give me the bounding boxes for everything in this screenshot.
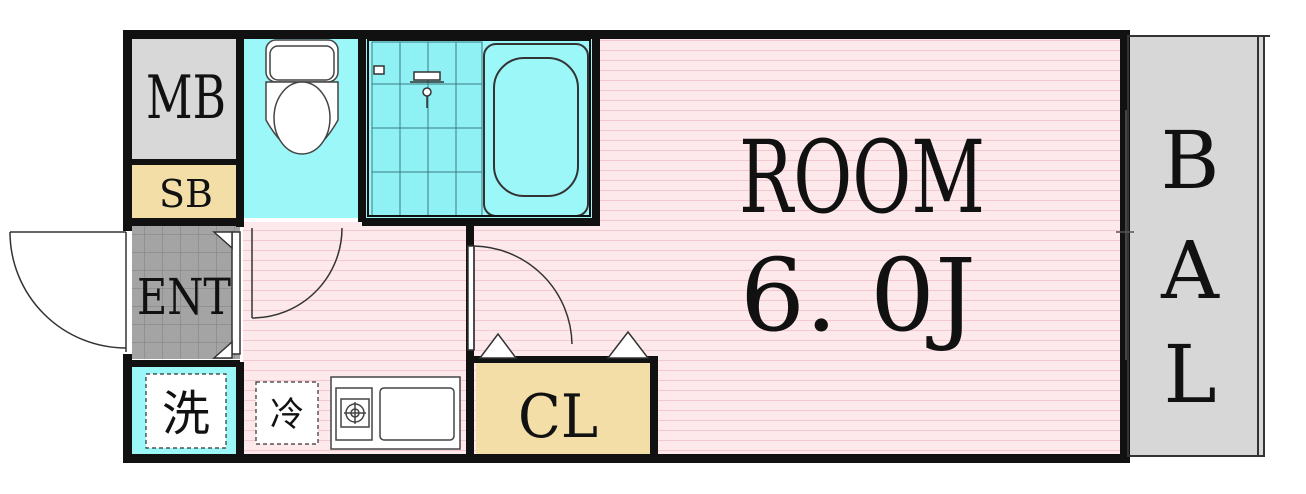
room-size-label: 6. 0J: [740, 237, 976, 354]
entrance-frame: [212, 231, 241, 359]
toilet-door: [251, 227, 343, 319]
mb-label: MB: [146, 63, 226, 133]
sb-label: SB: [159, 172, 213, 216]
closet-space: [476, 362, 650, 454]
bathtub-icon: [483, 43, 589, 217]
toilet-icon: [265, 39, 339, 155]
mb-space: [132, 38, 238, 160]
room-label: ROOM: [739, 119, 985, 236]
ent-label: ENT: [137, 268, 231, 326]
sb-space: [132, 165, 238, 218]
balcony-outline: [1127, 35, 1270, 457]
sink-icon: [379, 387, 455, 441]
balcony-letter-l: L: [1163, 328, 1216, 421]
room-door: [467, 245, 573, 351]
entrance-door: [9, 231, 127, 352]
closet-label: CL: [518, 382, 598, 452]
fridge-space: [255, 381, 319, 445]
balcony-letter-a: A: [1160, 224, 1220, 317]
bath-frame: [367, 39, 591, 217]
entrance-floor: [132, 226, 240, 359]
fridge-label: 冷: [270, 395, 304, 435]
balcony-sash: [1116, 110, 1134, 360]
balcony-letter-b: B: [1161, 114, 1220, 207]
bath-grid: [371, 41, 483, 217]
balcony-floor: [1128, 36, 1264, 456]
closet-door-markers: [478, 330, 650, 359]
shower-faucet-icon: [373, 65, 444, 108]
washer-label: 洗: [162, 386, 210, 442]
washer-dashed-box: [145, 373, 227, 449]
stove-icon: [335, 387, 373, 441]
